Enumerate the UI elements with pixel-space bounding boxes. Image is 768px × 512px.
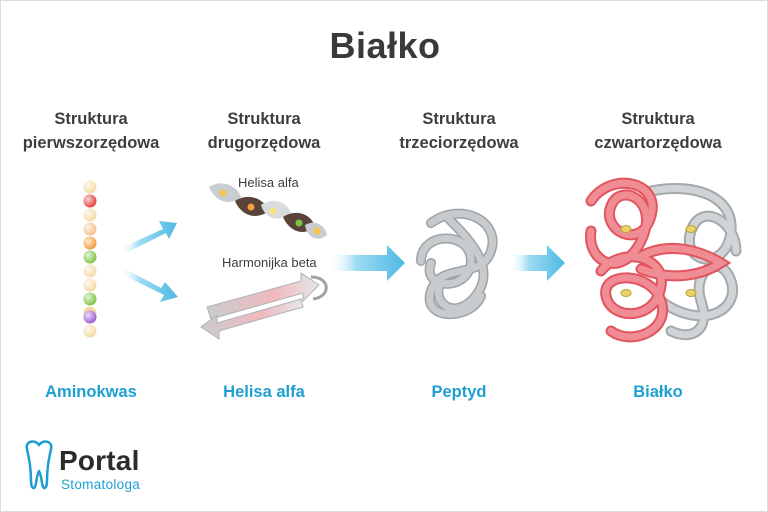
arrow-to-peptide — [329, 245, 405, 281]
heading-line-1: Struktura — [422, 110, 496, 128]
amino-acid-chain — [83, 180, 97, 338]
heading-line-2: pierwszorzędowa — [22, 134, 160, 152]
heading-line-2: drugorzędowa — [207, 134, 321, 152]
caption-protein: Białko — [633, 383, 683, 401]
protein-complex — [585, 177, 742, 343]
heading-line-2: czwartorzędowa — [594, 134, 722, 152]
alpha-helix-ribbon — [209, 183, 327, 239]
label-beta-sheet: Harmonijka beta — [222, 255, 317, 270]
arrow-to-helix — [119, 221, 177, 255]
peptide-knot — [416, 208, 498, 320]
heading-quaternary-structure: Struktura czwartorzędowa — [568, 107, 748, 155]
heading-line-1: Struktura — [621, 110, 695, 128]
heading-secondary-structure: Struktura drugorzędowa — [174, 107, 354, 155]
logo-tagline: Stomatologa — [61, 477, 141, 492]
heading-line-1: Struktura — [54, 110, 128, 128]
caption-amino-acid: Aminokwas — [45, 383, 137, 401]
tooth-logo-icon — [25, 440, 53, 490]
caption-alpha-helix: Helisa alfa — [223, 383, 305, 401]
caption-peptide: Peptyd — [431, 383, 487, 401]
heading-primary-structure: Struktura pierwszorzędowa — [1, 107, 181, 155]
heading-line-2: trzeciorzędowa — [399, 134, 519, 152]
label-alpha-helix: Helisa alfa — [238, 175, 299, 190]
arrow-to-sheet — [119, 267, 178, 302]
heading-tertiary-structure: Struktura trzeciorzędowa — [369, 107, 549, 155]
diagram-title: Białko — [329, 25, 441, 66]
logo-name: Portal — [59, 445, 140, 476]
arrow-to-protein — [509, 245, 565, 281]
heading-line-1: Struktura — [227, 110, 301, 128]
beta-sheet — [200, 272, 328, 340]
